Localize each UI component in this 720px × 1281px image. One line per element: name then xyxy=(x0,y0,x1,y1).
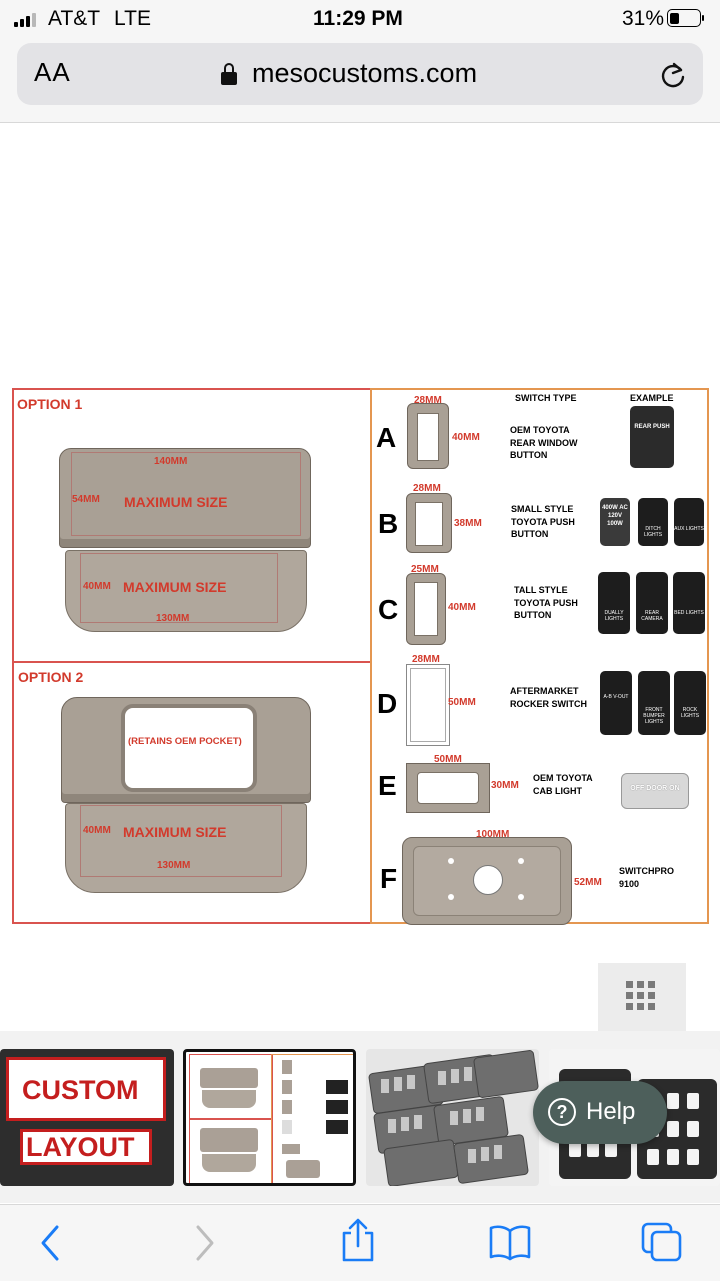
lock-icon xyxy=(221,63,237,85)
bezel-f xyxy=(402,837,572,925)
row-b-height: 38MM xyxy=(454,518,482,529)
thumbnail-chart[interactable] xyxy=(183,1049,356,1186)
bottom-width-label-2: 130MM xyxy=(157,860,191,871)
product-figure: OPTION 1 140MM 54MM MAXIMUM SIZE 40MM MA… xyxy=(0,385,720,927)
example-c-1: DUALLY LIGHTS xyxy=(598,572,630,634)
bezel-b xyxy=(406,493,452,553)
pocket-label: (RETAINS OEM POCKET) xyxy=(128,736,242,747)
clock: 11:29 PM xyxy=(313,7,403,30)
option-2-title: OPTION 2 xyxy=(18,669,84,685)
switch-type-header: SWITCH TYPE xyxy=(515,393,577,403)
row-d-width: 28MM xyxy=(412,654,440,665)
example-a-1: REAR PUSH xyxy=(630,406,674,468)
row-e-width: 50MM xyxy=(434,754,462,765)
row-letter-e: E xyxy=(378,770,397,801)
custom-label: CUSTOM xyxy=(22,1075,139,1105)
top-height-label: 54MM xyxy=(72,494,100,505)
reload-icon[interactable] xyxy=(659,61,687,89)
help-button[interactable]: ? Help xyxy=(533,1081,667,1144)
row-e-type: OEM TOYOTA CAB LIGHT xyxy=(533,773,593,796)
help-label: Help xyxy=(586,1098,636,1125)
row-letter-d: D xyxy=(377,688,398,719)
example-header: EXAMPLE xyxy=(630,393,674,403)
example-b-3: AUX LIGHTS xyxy=(674,498,704,546)
bottom-piece-2 xyxy=(65,803,307,893)
top-width-label: 140MM xyxy=(154,456,188,467)
row-c-width: 25MM xyxy=(411,564,439,575)
row-a-height: 40MM xyxy=(452,432,480,443)
oem-pocket xyxy=(121,704,257,792)
back-icon[interactable] xyxy=(38,1224,62,1262)
battery-percent: 31% xyxy=(622,7,665,30)
row-a-width: 28MM xyxy=(414,395,442,406)
example-e-1: OFF DOOR ON xyxy=(621,773,689,809)
tabs-icon[interactable] xyxy=(640,1221,684,1263)
row-a-type: OEM TOYOTA REAR WINDOW BUTTON xyxy=(510,425,578,460)
status-bar: AT&T LTE 11:29 PM 31% xyxy=(0,0,720,38)
row-c-type: TALL STYLE TOYOTA PUSH BUTTON xyxy=(514,585,578,620)
example-d-1: A-B V-OUT xyxy=(600,671,632,735)
option-1-panel: OPTION 1 140MM 54MM MAXIMUM SIZE 40MM MA… xyxy=(12,388,372,663)
row-b-width: 28MM xyxy=(413,483,441,494)
text-size-button[interactable]: AA xyxy=(34,57,71,87)
example-d-3: ROCK LIGHTS xyxy=(674,671,706,735)
panels-image xyxy=(368,1050,539,1186)
row-d-type: AFTERMARKET ROCKER SWITCH xyxy=(510,686,587,709)
row-letter-b: B xyxy=(378,508,399,539)
example-c-2: REAR CAMERA xyxy=(636,572,668,634)
switch-type-panel: SWITCH TYPE EXAMPLE A 28MM 40MM OEM TOYO… xyxy=(370,388,709,925)
bottom-max-label: MAXIMUM SIZE xyxy=(123,579,227,595)
bottom-piece xyxy=(65,550,307,632)
bottom-height-label: 40MM xyxy=(83,581,111,592)
network-label: LTE xyxy=(114,7,151,30)
signal-icon xyxy=(14,13,40,27)
bottom-toolbar xyxy=(0,1204,720,1281)
bezel-d xyxy=(406,664,450,746)
top-piece xyxy=(59,448,311,548)
battery-icon xyxy=(667,9,705,27)
bottom-width-label: 130MM xyxy=(156,613,190,624)
bookmarks-icon[interactable] xyxy=(488,1223,532,1261)
carrier-label: AT&T xyxy=(48,7,101,30)
option-1-title: OPTION 1 xyxy=(17,396,83,412)
grid-button[interactable] xyxy=(598,963,686,1031)
option-2-panel: OPTION 2 (RETAINS OEM POCKET) 40MM MAXIM… xyxy=(12,661,372,924)
example-b-1: 400W AC 120V 100W xyxy=(600,498,630,546)
address-bar[interactable]: AA mesocustoms.com xyxy=(17,43,703,105)
bezel-a xyxy=(407,403,449,469)
address-bar-container: AA mesocustoms.com xyxy=(0,38,720,123)
row-f-width: 100MM xyxy=(476,829,510,840)
bezel-e xyxy=(406,763,490,813)
row-f-type: SWITCHPRO 9100 xyxy=(619,866,674,889)
forward-icon[interactable] xyxy=(193,1224,217,1262)
row-b-type: SMALL STYLE TOYOTA PUSH BUTTON xyxy=(511,504,575,539)
layout-label: LAYOUT xyxy=(26,1132,135,1162)
bottom-height-label-2: 40MM xyxy=(83,825,111,836)
top-max-label: MAXIMUM SIZE xyxy=(124,494,228,510)
row-letter-a: A xyxy=(376,422,397,453)
row-letter-c: C xyxy=(378,594,399,625)
thumbnail-custom-layout[interactable]: CUSTOM LAYOUT xyxy=(0,1049,174,1186)
example-c-3: BED LIGHTS xyxy=(673,572,705,634)
example-d-2: FRONT BUMPER LIGHTS xyxy=(638,671,670,735)
grid-icon xyxy=(626,981,656,1011)
row-e-height: 30MM xyxy=(491,780,519,791)
share-icon[interactable] xyxy=(339,1217,377,1263)
bezel-c xyxy=(406,573,446,645)
thumbnail-panels-1[interactable] xyxy=(366,1049,539,1186)
row-c-height: 40MM xyxy=(448,602,476,613)
row-d-height: 50MM xyxy=(448,697,476,708)
row-f-height: 52MM xyxy=(574,877,602,888)
question-icon: ? xyxy=(548,1098,576,1126)
bottom-max-label-2: MAXIMUM SIZE xyxy=(123,824,227,840)
example-b-2: DITCH LIGHTS xyxy=(638,498,668,546)
row-letter-f: F xyxy=(380,863,398,894)
url-text[interactable]: mesocustoms.com xyxy=(252,58,478,88)
